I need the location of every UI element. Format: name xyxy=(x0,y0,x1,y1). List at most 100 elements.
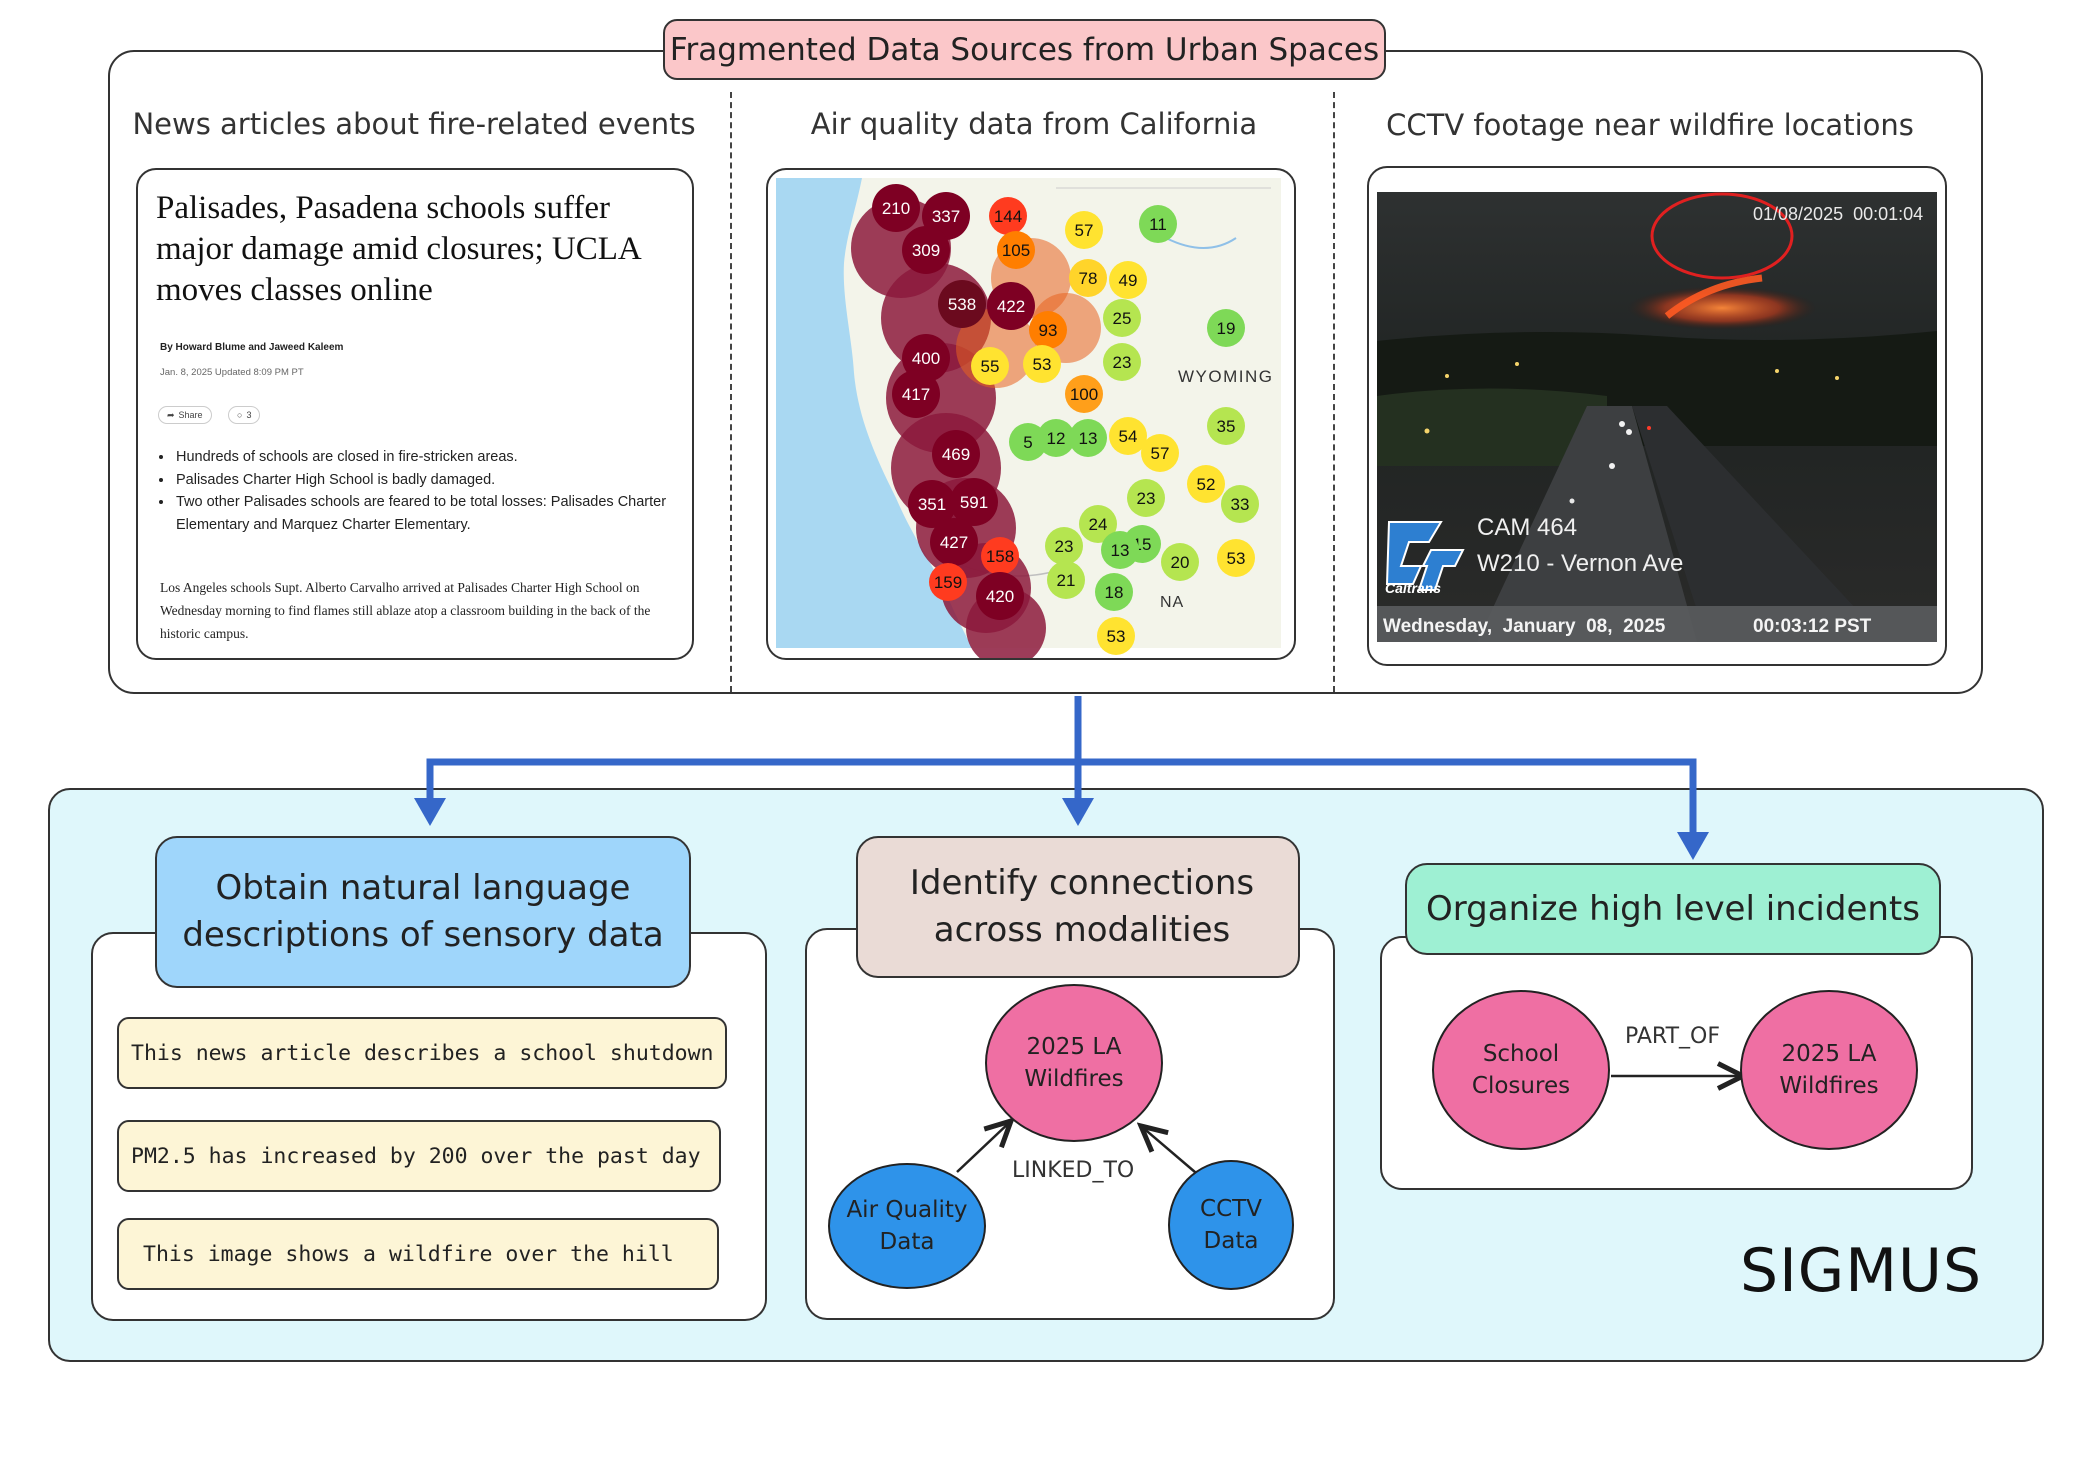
aqi-value: 53 xyxy=(1032,355,1051,374)
school-closures-node: School Closures xyxy=(1432,990,1610,1150)
aqi-marker[interactable] xyxy=(1140,433,1179,472)
aqi-marker[interactable] xyxy=(1216,538,1255,577)
aqi-value: 427 xyxy=(939,533,967,552)
aqi-value: 49 xyxy=(1118,271,1137,290)
aqi-marker[interactable] xyxy=(1206,308,1245,347)
map-state-label: NA xyxy=(1160,594,1185,611)
article-byline: By Howard Blume and Jaweed Kaleem xyxy=(160,342,344,353)
aqi-marker[interactable] xyxy=(1094,572,1133,611)
organize-header: Organize high level incidents xyxy=(1405,863,1941,955)
aqi-marker[interactable] xyxy=(1126,478,1165,517)
aqi-marker[interactable] xyxy=(1064,374,1103,413)
aqi-marker[interactable] xyxy=(1028,310,1067,349)
aqi-marker[interactable] xyxy=(1138,204,1177,243)
aqi-marker[interactable] xyxy=(1160,542,1199,581)
article-bullet: Two other Palisades schools are feared t… xyxy=(174,491,692,536)
camera-location: W210 - Vernon Ave xyxy=(1477,550,1684,577)
part-of-label: PART_OF xyxy=(1625,1024,1721,1049)
aqi-value: 309 xyxy=(911,241,939,260)
aqi-value: 57 xyxy=(1150,444,1169,463)
news-article-card: Palisades, Pasadena schools suffer major… xyxy=(136,168,694,660)
aqi-marker[interactable] xyxy=(1108,260,1147,299)
aqi-value: 12 xyxy=(1046,429,1065,448)
aqi-marker[interactable] xyxy=(1064,210,1103,249)
aqi-marker[interactable] xyxy=(1044,526,1083,565)
aqi-value: 591 xyxy=(959,493,987,512)
aqi-value: 538 xyxy=(947,295,975,314)
share-button[interactable]: ➦ Share xyxy=(158,406,212,424)
flow-arrows xyxy=(414,696,1709,860)
aqi-marker[interactable] xyxy=(891,369,940,418)
aqi-value: 105 xyxy=(1001,241,1029,260)
caltrans-logo-text: Caltrans xyxy=(1385,580,1442,596)
camera-id: CAM 464 xyxy=(1477,514,1578,541)
aqi-marker[interactable] xyxy=(871,183,920,232)
description-item: PM2.5 has increased by 200 over the past… xyxy=(117,1120,721,1192)
aqi-value: 100 xyxy=(1069,385,1097,404)
aqi-marker[interactable] xyxy=(996,230,1035,269)
aqi-marker[interactable] xyxy=(1068,418,1107,457)
article-bullet: Hundreds of schools are closed in fire-s… xyxy=(174,446,692,469)
aqi-value: 13 xyxy=(1078,429,1097,448)
aqi-value: 420 xyxy=(985,587,1013,606)
aqi-value: 21 xyxy=(1056,571,1075,590)
cctv-footer-time: 00:03:12 PST xyxy=(1753,616,1872,637)
article-headline: Palisades, Pasadena schools suffer major… xyxy=(156,190,640,308)
aqi-marker[interactable] xyxy=(988,196,1027,235)
description-item: This news article describes a school shu… xyxy=(117,1017,727,1089)
aqi-value: 54 xyxy=(1118,427,1137,446)
aqi-value: 53 xyxy=(1106,627,1125,646)
aqi-marker[interactable] xyxy=(1108,416,1147,455)
aqi-marker[interactable] xyxy=(1022,344,1061,383)
aqi-marker[interactable] xyxy=(949,477,998,526)
aqi-marker[interactable] xyxy=(1046,560,1085,599)
aqi-marker[interactable] xyxy=(970,346,1009,385)
aqi-marker[interactable] xyxy=(1068,258,1107,297)
caltrans-logo: Caltrans xyxy=(1383,510,1469,600)
aqi-marker[interactable] xyxy=(1096,616,1135,655)
aqi-marker[interactable] xyxy=(907,479,956,528)
aqi-marker[interactable] xyxy=(1078,504,1117,543)
aqi-value: 469 xyxy=(941,445,969,464)
aqi-marker[interactable] xyxy=(1036,418,1075,457)
article-bullet: Palisades Charter High School is badly d… xyxy=(174,469,692,492)
aqi-value: 5 xyxy=(1023,433,1032,452)
aqi-marker[interactable] xyxy=(1102,298,1141,337)
aqi-value: 33 xyxy=(1230,495,1249,514)
aqi-marker[interactable] xyxy=(1186,464,1225,503)
aqi-value: 52 xyxy=(1196,475,1215,494)
aqi-value: 337 xyxy=(931,207,959,226)
aqi-value: 23 xyxy=(1136,489,1155,508)
aqi-value: 20 xyxy=(1170,553,1189,572)
comments-button[interactable]: ○ 3 xyxy=(228,406,261,424)
article-date: Jan. 8, 2025 Updated 8:09 PM PT xyxy=(160,367,304,378)
aqi-value: 11 xyxy=(1149,215,1167,234)
cctv-image xyxy=(1376,191,1937,642)
aqi-marker[interactable] xyxy=(937,279,986,328)
aqi-marker[interactable] xyxy=(901,333,950,382)
aqi-marker[interactable] xyxy=(1100,530,1139,569)
aqi-value: 144 xyxy=(993,207,1021,226)
aqi-marker[interactable] xyxy=(928,562,967,601)
aqi-value: 19 xyxy=(1216,319,1235,338)
aqi-value: 400 xyxy=(911,349,939,368)
cctv-timestamp: 01/08/2025 00:01:04 xyxy=(1753,204,1924,224)
aqi-marker[interactable] xyxy=(986,281,1035,330)
aqi-value: 57 xyxy=(1074,221,1093,240)
aqi-marker[interactable] xyxy=(975,571,1024,620)
aqi-value: 35 xyxy=(1216,417,1235,436)
aqi-marker[interactable] xyxy=(1206,406,1245,445)
aqi-marker[interactable] xyxy=(1102,342,1141,381)
aqi-value: 18 xyxy=(1104,583,1123,602)
aqi-marker[interactable] xyxy=(929,517,978,566)
aqi-value: 23 xyxy=(1112,353,1131,372)
aqi-marker[interactable] xyxy=(901,225,950,274)
aqi-value: 55 xyxy=(980,357,999,376)
article-bullets: Hundreds of schools are closed in fire-s… xyxy=(138,446,692,536)
aqi-marker[interactable] xyxy=(931,429,980,478)
aqi-marker[interactable] xyxy=(980,536,1019,575)
aqi-marker[interactable] xyxy=(1008,422,1047,461)
aqi-marker[interactable] xyxy=(1220,484,1259,523)
caltrans-logo-icon xyxy=(1385,521,1465,591)
